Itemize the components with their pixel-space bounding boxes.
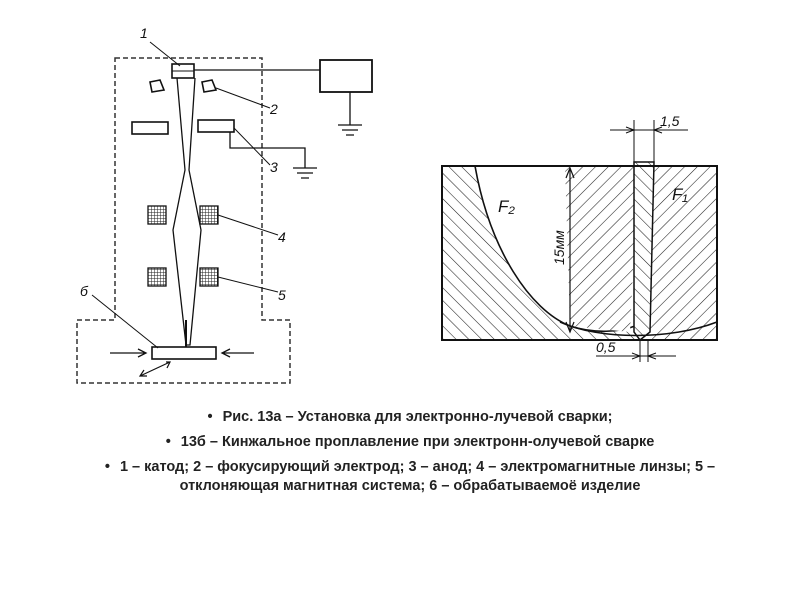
label-bottom-width: 0,5 <box>596 339 616 355</box>
deflection-left <box>147 267 167 287</box>
anode-right <box>197 119 235 133</box>
caption-text-2: 13б – Кинжальное проплавление при электр… <box>180 434 655 450</box>
bullet-icon: • <box>104 459 110 475</box>
caption-figure-13a: • Рис. 13а – Установка для электронно-луч… <box>70 408 750 427</box>
figure-13b-diagram: 1,5 15мм F₂ F₁ 0,5 <box>441 113 718 362</box>
deflection-right <box>199 267 219 287</box>
ground-symbol <box>338 124 362 136</box>
label-5-deflection: 5 <box>278 287 286 303</box>
label-3-anode: 3 <box>270 159 278 175</box>
anode-left <box>131 121 169 135</box>
caption-text-1: Рис. 13а – Установка для электронно-луче… <box>222 409 613 425</box>
electron-beam <box>172 77 202 346</box>
caption-figure-13b: • 13б – Кинжальное проплавление при элект… <box>70 433 750 452</box>
label-f1: F₁ <box>672 185 688 204</box>
label-top-width: 1,5 <box>660 113 680 129</box>
dagger-weld <box>633 161 655 342</box>
plate-right <box>642 166 717 340</box>
focusing-electrode-left <box>149 79 166 93</box>
lens-left <box>147 205 167 225</box>
label-1-cathode: 1 <box>140 25 148 41</box>
focusing-electrode-right <box>201 79 218 93</box>
lens-right <box>199 205 219 225</box>
bullet-icon: • <box>165 434 171 450</box>
caption-legend: • 1 – катод; 2 – фокусирующий электрод; 3… <box>70 458 750 496</box>
label-f2: F₂ <box>498 197 515 216</box>
power-supply <box>319 59 373 93</box>
housing-outline <box>76 57 291 384</box>
workpiece <box>151 346 217 360</box>
weld-strip <box>565 166 638 332</box>
figure-13a-diagram: 1 2 3 4 5 б <box>76 25 373 384</box>
anode-ground-symbol <box>293 167 317 179</box>
label-6-workpiece: б <box>80 283 89 299</box>
caption-text-3: 1 – катод; 2 – фокусирующий электрод; 3 … <box>119 459 716 494</box>
label-2-focusing-electrode: 2 <box>269 101 278 117</box>
bullet-icon: • <box>207 409 213 425</box>
label-depth: 15мм <box>551 230 567 265</box>
label-4-lenses: 4 <box>278 229 286 245</box>
